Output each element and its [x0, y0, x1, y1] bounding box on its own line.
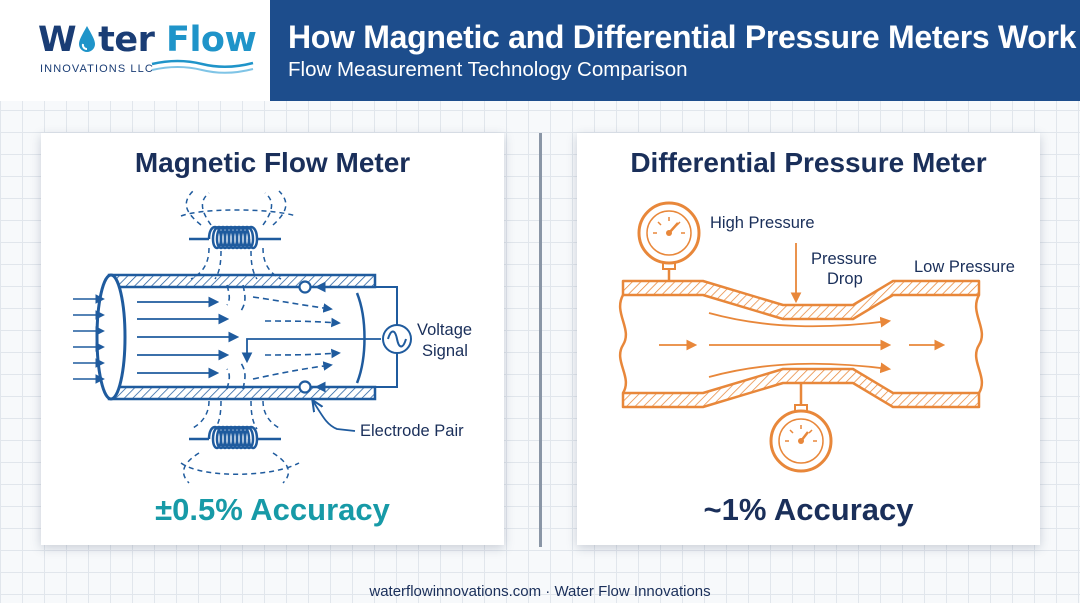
inlet-flow-arrows — [73, 294, 105, 384]
panel-divider — [539, 133, 542, 547]
electrode-pointer — [313, 401, 356, 432]
electrode-bottom — [298, 380, 312, 394]
page-title: How Magnetic and Differential Pressure M… — [288, 19, 1077, 55]
pipe-end-right — [974, 294, 984, 394]
pipe-wall-top — [107, 273, 377, 289]
low-pressure-gauge — [769, 383, 833, 473]
page-subtitle: Flow Measurement Technology Comparison — [288, 58, 688, 81]
magnetic-field-lines-bottom — [180, 400, 300, 484]
logo-letter-w: W — [38, 20, 77, 60]
bottom-coil — [189, 425, 281, 450]
magnetic-panel-title: Magnetic Flow Meter — [134, 147, 411, 178]
pipe-end-left — [618, 294, 628, 394]
pipe-inlet — [95, 273, 127, 401]
header-banner: How Magnetic and Differential Pressure M… — [270, 0, 1080, 101]
dp-panel-title: Differential Pressure Meter — [630, 147, 987, 178]
magnetic-meter-panel: Voltage Signal Electrode Pair Magnetic F… — [41, 133, 504, 545]
electrode-label: Electrode Pair — [360, 422, 464, 440]
pressure-drop-label-line2: Drop — [827, 270, 863, 288]
top-coil — [189, 225, 281, 250]
voltage-label-line2: Signal — [422, 342, 468, 360]
logo-text-flow: Flow — [166, 20, 257, 60]
dp-meter-diagram: High Pressure Pressure Drop Low Pressure — [618, 201, 1015, 473]
high-pressure-gauge — [637, 201, 701, 281]
circuit-arrows — [241, 281, 381, 393]
high-pressure-label: High Pressure — [710, 214, 815, 232]
magnetic-meter-diagram: Voltage Signal Electrode Pair — [73, 190, 472, 484]
footer-credit[interactable]: waterflowinnovations.com · Water Flow In… — [369, 583, 711, 600]
dp-flow-arrows — [659, 312, 946, 378]
dp-meter-panel: High Pressure Pressure Drop Low Pressure… — [577, 133, 1040, 545]
venturi-wall-top — [621, 279, 981, 321]
voltage-label-line1: Voltage — [417, 321, 472, 339]
electrode-top — [298, 280, 312, 294]
internal-flow-arrows — [137, 296, 240, 379]
water-drop-icon — [79, 26, 96, 52]
wave-icon — [151, 59, 254, 74]
pipe-outlet — [355, 292, 366, 384]
logo-tagline: INNOVATIONS LLC — [40, 63, 154, 75]
low-pressure-label: Low Pressure — [914, 258, 1015, 276]
voltage-circuit — [313, 286, 412, 388]
internal-flow-dashed — [226, 284, 341, 390]
logo-text-ter: ter — [98, 20, 155, 60]
pipe-wall-bottom — [107, 385, 377, 401]
pressure-drop-label-line1: Pressure — [811, 250, 877, 268]
dp-accuracy: ~1% Accuracy — [703, 492, 914, 527]
magnetic-accuracy: ±0.5% Accuracy — [155, 492, 390, 527]
venturi-wall-bottom — [621, 367, 981, 409]
